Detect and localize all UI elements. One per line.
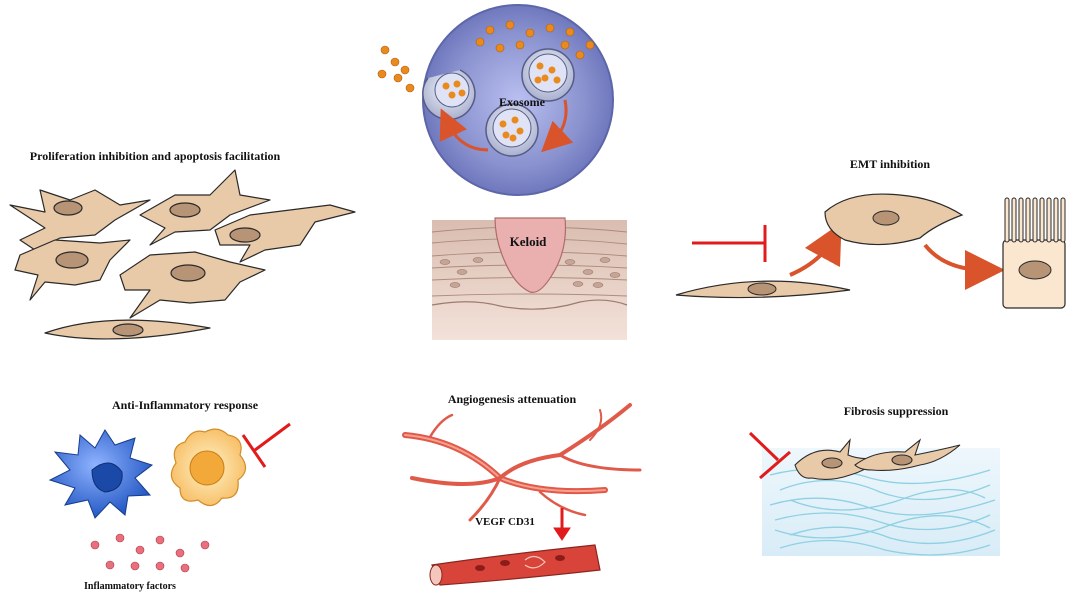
exosome-label: Exosome bbox=[499, 95, 546, 109]
anti-inflammatory-panel: Anti-Inflammatory response Inflammatory … bbox=[48, 398, 291, 592]
angiogenesis-label: Angiogenesis attenuation bbox=[448, 392, 577, 406]
fibrosis-inhibition-symbol bbox=[748, 431, 791, 480]
blood-vessel-tube bbox=[429, 544, 601, 586]
downregulation-arrow bbox=[553, 508, 571, 541]
anti-inflammatory-inhibition-symbol bbox=[241, 422, 291, 468]
emt-panel: EMT inhibition bbox=[675, 157, 1066, 309]
emt-arrow-down bbox=[923, 243, 1005, 290]
exosome-panel: Exosome bbox=[377, 4, 614, 196]
epithelial-cell bbox=[1002, 197, 1066, 309]
anti-inflammatory-label: Anti-Inflammatory response bbox=[112, 398, 259, 412]
proliferation-panel: Proliferation inhibition and apoptosis f… bbox=[9, 149, 356, 340]
exosome-cargo-particles bbox=[377, 20, 595, 93]
fibrosis-panel: Fibrosis suppression bbox=[748, 404, 1000, 556]
vegf-cd31-label: VEGF CD31 bbox=[475, 516, 535, 528]
keloid-label: Keloid bbox=[510, 234, 548, 249]
skin-cells bbox=[439, 257, 621, 288]
emt-label: EMT inhibition bbox=[850, 157, 930, 171]
spindle-fibroblast bbox=[675, 280, 851, 299]
emt-inhibition-symbol bbox=[692, 225, 767, 262]
fibroblast-cluster bbox=[9, 169, 356, 340]
multivesicular-body-right bbox=[521, 48, 575, 102]
proliferation-label: Proliferation inhibition and apoptosis f… bbox=[30, 149, 281, 163]
keloid-panel: Keloid bbox=[431, 217, 628, 340]
blue-macrophage bbox=[48, 429, 154, 519]
dermis-boundary bbox=[431, 299, 628, 310]
vessel-network bbox=[402, 403, 642, 522]
inflammatory-factor-dots bbox=[90, 533, 210, 573]
intermediate-cell bbox=[824, 193, 964, 246]
multivesicular-body-fusing bbox=[422, 69, 476, 121]
inflammatory-factors-label: Inflammatory factors bbox=[84, 581, 176, 592]
keloid-lesion bbox=[494, 217, 567, 293]
matrix-fibroblasts bbox=[794, 438, 961, 481]
yellow-macrophage bbox=[170, 428, 247, 507]
exosome-pathway-arrows bbox=[439, 99, 574, 153]
multivesicular-body-bottom bbox=[485, 103, 539, 157]
angiogenesis-panel: Angiogenesis attenuation VEGF CD31 bbox=[402, 392, 642, 586]
fibrosis-label: Fibrosis suppression bbox=[844, 404, 949, 418]
collagen-fibers bbox=[769, 468, 996, 556]
emt-arrow-up bbox=[789, 222, 842, 277]
